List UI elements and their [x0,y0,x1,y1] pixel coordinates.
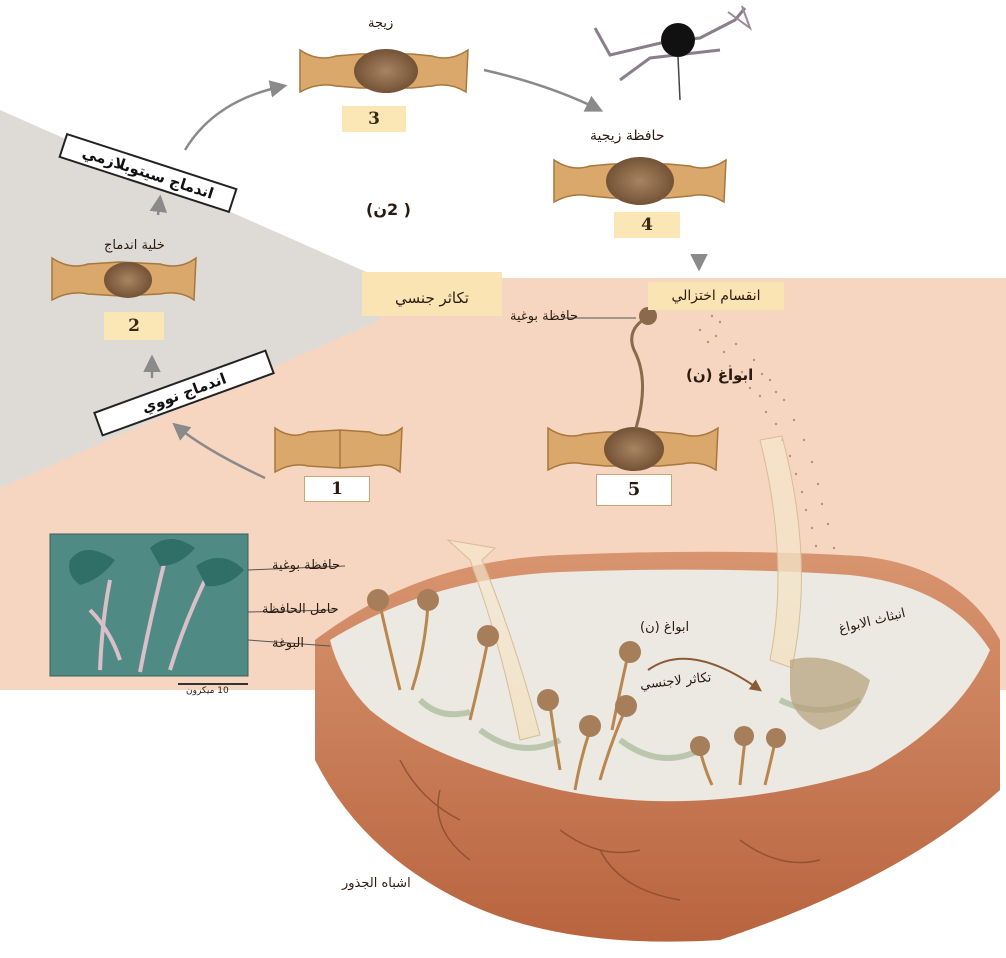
stage-3-number: 3 [342,106,406,132]
spores-top-label: ابواغ (ن) [686,366,753,384]
stage-1-number: 1 [304,476,370,502]
stage-4-number: 4 [614,212,680,238]
stage-5-number: 5 [596,474,672,506]
diploid-label: ( 2ن) [366,200,411,219]
sexual-reproduction-label: تكاثر جنسي [362,272,502,316]
fusion-cell-label: خلية اندماج [104,238,165,253]
stage-2-number: 2 [104,312,164,340]
spores-bread-label: ابواغ (ن) [640,620,689,635]
photo-spore-label: البوغة [272,636,304,651]
zygosporangium-label: حافظة زيجية [590,128,664,144]
stage-1-hyphae-contact [275,428,402,472]
scale-bar-label: 10 ميكرون [186,686,229,696]
photo-sporangium-label: حافظة بوغية [272,558,340,573]
zygote-label: زيجة [368,16,393,31]
photo-sporangiophore-label: حامل الحافظة [262,602,339,617]
micrograph-photo [50,534,248,684]
rhizoids-label: اشباه الجذور [342,876,411,891]
meiosis-label: انقسام اختزالي [648,282,784,310]
sporangium-top-label: حافظة بوغية [510,309,578,324]
